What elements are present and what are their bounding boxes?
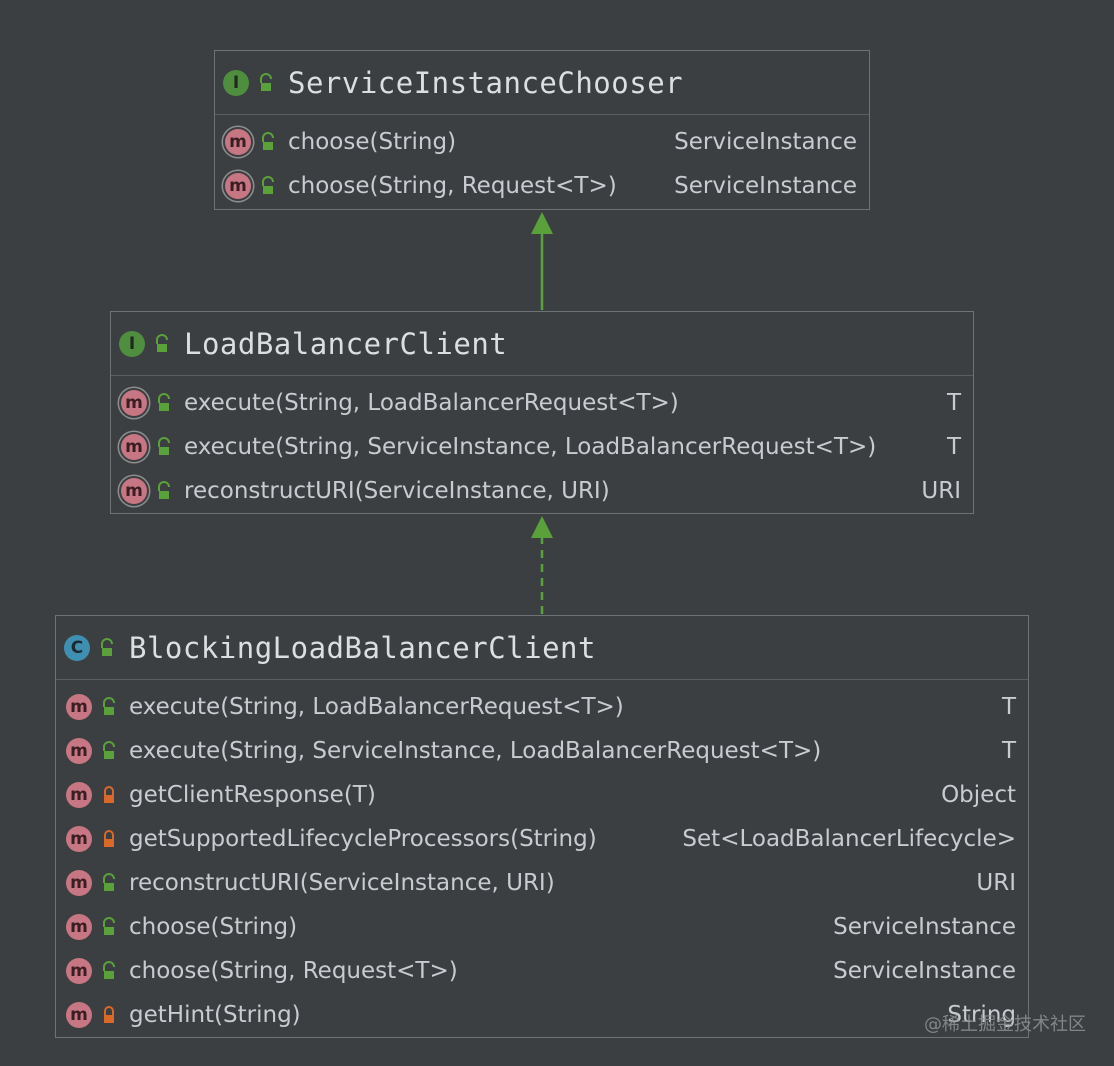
extends-arrow-head: [531, 212, 553, 234]
watermark: @稀土掘金技术社区: [924, 1014, 1086, 1035]
method-name: getClientResponse(T): [129, 782, 376, 808]
method-icon: m: [66, 826, 92, 852]
method-return-type: T: [946, 434, 961, 460]
abstract-method-icon: m: [225, 173, 251, 199]
method-row[interactable]: m execute(String, ServiceInstance, LoadB…: [56, 729, 1028, 773]
public-lock-icon: [101, 741, 117, 761]
class-header: I LoadBalancerClient: [111, 312, 973, 376]
private-lock-icon: [101, 1005, 117, 1025]
public-lock-icon: [154, 333, 170, 354]
method-icon: m: [66, 870, 92, 896]
class-title: ServiceInstanceChooser: [288, 65, 684, 100]
method-return-type: Set<LoadBalancerLifecycle>: [682, 826, 1016, 852]
method-name: choose(String): [288, 129, 457, 155]
interface-load-balancer-client[interactable]: I LoadBalancerClient m execute(String, L…: [110, 311, 974, 514]
method-name: execute(String, ServiceInstance, LoadBal…: [184, 434, 877, 460]
method-return-type: T: [946, 390, 961, 416]
class-icon: C: [64, 634, 90, 661]
abstract-method-icon: m: [121, 390, 147, 416]
method-name: reconstructURI(ServiceInstance, URI): [129, 870, 555, 896]
public-lock-icon: [258, 72, 274, 93]
interface-icon: I: [223, 69, 249, 96]
method-name: execute(String, LoadBalancerRequest<T>): [184, 390, 679, 416]
method-return-type: ServiceInstance: [674, 173, 857, 199]
interface-icon: I: [119, 330, 145, 357]
method-row[interactable]: m getHint(String) String: [56, 993, 1028, 1037]
method-icon: m: [66, 958, 92, 984]
method-row[interactable]: m choose(String) ServiceInstance: [215, 120, 869, 164]
method-return-type: ServiceInstance: [833, 958, 1016, 984]
method-icon: m: [66, 782, 92, 808]
method-return-type: Object: [941, 782, 1016, 808]
method-name: execute(String, ServiceInstance, LoadBal…: [129, 738, 822, 764]
method-row[interactable]: m execute(String, LoadBalancerRequest<T>…: [111, 381, 973, 425]
public-lock-icon: [260, 132, 276, 152]
method-icon: m: [66, 914, 92, 940]
method-row[interactable]: m reconstructURI(ServiceInstance, URI) U…: [111, 469, 973, 513]
method-row[interactable]: m choose(String, Request<T>) ServiceInst…: [215, 164, 869, 208]
class-header: C BlockingLoadBalancerClient: [56, 616, 1028, 680]
abstract-method-icon: m: [121, 478, 147, 504]
method-return-type: ServiceInstance: [833, 914, 1016, 940]
abstract-method-icon: m: [225, 129, 251, 155]
method-return-type: T: [1001, 738, 1016, 764]
public-lock-icon: [260, 176, 276, 196]
public-lock-icon: [101, 697, 117, 717]
private-lock-icon: [101, 829, 117, 849]
public-lock-icon: [156, 393, 172, 413]
method-name: choose(String, Request<T>): [129, 958, 458, 984]
method-return-type: ServiceInstance: [674, 129, 857, 155]
method-row[interactable]: m reconstructURI(ServiceInstance, URI) U…: [56, 861, 1028, 905]
method-icon: m: [66, 738, 92, 764]
class-title: BlockingLoadBalancerClient: [129, 630, 596, 665]
public-lock-icon: [156, 481, 172, 501]
public-lock-icon: [99, 637, 115, 658]
implements-arrow-head: [531, 516, 553, 538]
public-lock-icon: [156, 437, 172, 457]
method-icon: m: [66, 694, 92, 720]
method-row[interactable]: m getSupportedLifecycleProcessors(String…: [56, 817, 1028, 861]
method-return-type: URI: [921, 478, 961, 504]
method-return-type: String: [947, 1002, 1016, 1028]
class-title: LoadBalancerClient: [184, 326, 508, 361]
public-lock-icon: [101, 917, 117, 937]
method-row[interactable]: m choose(String) ServiceInstance: [56, 905, 1028, 949]
method-name: execute(String, LoadBalancerRequest<T>): [129, 694, 624, 720]
method-return-type: T: [1001, 694, 1016, 720]
abstract-method-icon: m: [121, 434, 147, 460]
method-name: getSupportedLifecycleProcessors(String): [129, 826, 597, 852]
private-lock-icon: [101, 785, 117, 805]
method-name: reconstructURI(ServiceInstance, URI): [184, 478, 610, 504]
class-blocking-load-balancer-client[interactable]: C BlockingLoadBalancerClient m execute(S…: [55, 615, 1029, 1038]
class-header: I ServiceInstanceChooser: [215, 51, 869, 115]
method-row[interactable]: m execute(String, LoadBalancerRequest<T>…: [56, 685, 1028, 729]
method-return-type: URI: [976, 870, 1016, 896]
public-lock-icon: [101, 961, 117, 981]
method-row[interactable]: m choose(String, Request<T>) ServiceInst…: [56, 949, 1028, 993]
public-lock-icon: [101, 873, 117, 893]
method-name: getHint(String): [129, 1002, 301, 1028]
method-row[interactable]: m getClientResponse(T) Object: [56, 773, 1028, 817]
method-icon: m: [66, 1002, 92, 1028]
interface-service-instance-chooser[interactable]: I ServiceInstanceChooser m choose(String…: [214, 50, 870, 210]
method-name: choose(String, Request<T>): [288, 173, 617, 199]
method-row[interactable]: m execute(String, ServiceInstance, LoadB…: [111, 425, 973, 469]
method-name: choose(String): [129, 914, 298, 940]
